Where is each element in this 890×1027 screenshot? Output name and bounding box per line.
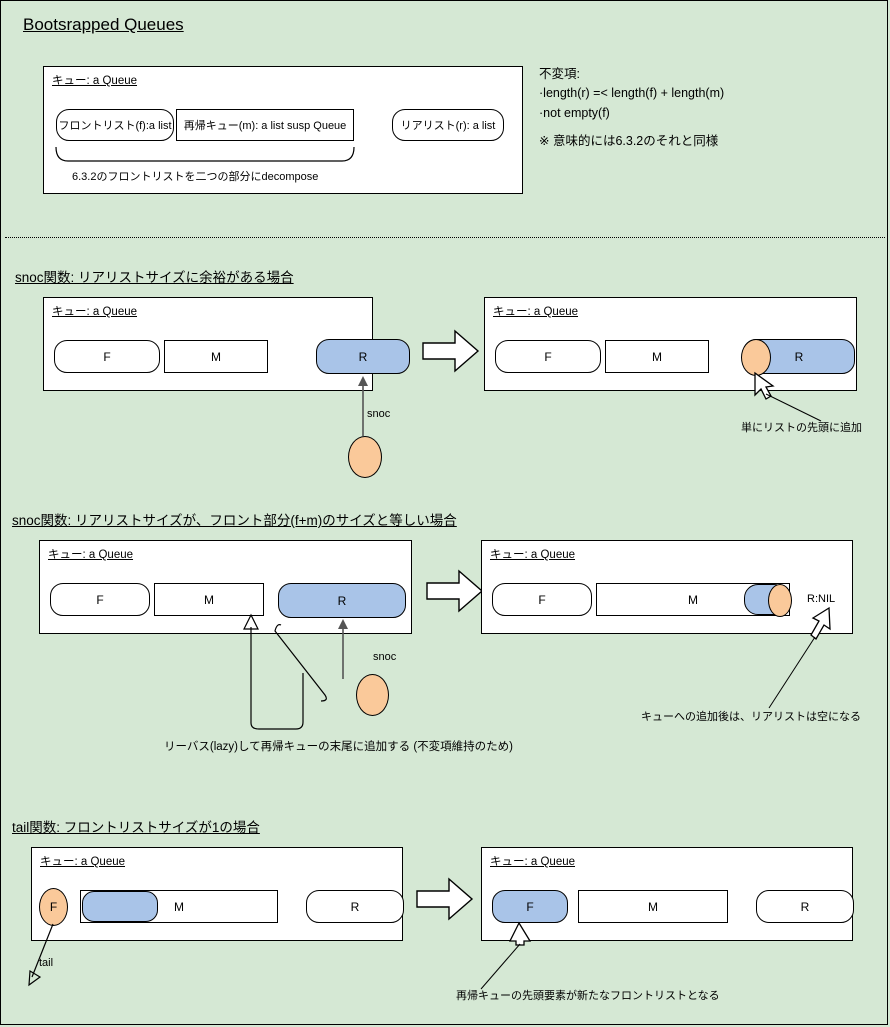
snoc-arrow-label: snoc [367,408,391,420]
page-title: Bootsrapped Queues [23,15,184,34]
reverse-into-m-arrow-icon [243,613,327,730]
hollow-arrow-callout-icon [768,606,831,709]
section-divider [5,237,885,238]
appended-element-oval [768,584,792,617]
middle-queue-box: M [605,340,709,373]
rear-list-cell: リアリスト(r): a list [392,109,504,141]
structure-queue-panel: キュー: a Queue フロントリスト(f):a list 再帰キュー(m):… [43,66,523,194]
tail-callout: 再帰キューの先頭要素が新たなフロントリストとなる [456,990,720,1002]
thin-arrow-up-icon [338,619,348,679]
snoc-slack-heading: snoc関数: リアリストサイズに余裕がある場合 [15,270,294,285]
snoc-equal-before-panel: キュー: a Queue F M R [39,540,412,634]
tail-before-panel: キュー: a Queue M R [31,847,404,941]
hollow-arrow-callout-icon [754,371,822,422]
panel-label-queue: キュー: a Queue [40,856,126,868]
tail-arrow-icon [28,923,54,987]
panel-label-queue: キュー: a Queue [52,306,138,318]
middle-queue-cell: 再帰キュー(m): a list susp Queue [176,109,354,141]
block-arrow-right-icon [422,329,480,373]
snoc-slack-callout: 単にリストの先頭に追加 [741,422,862,434]
block-arrow-right-icon [416,877,474,921]
front-list-single-oval: F [39,888,68,926]
panel-label-queue: キュー: a Queue [52,75,138,87]
front-list-box: F [50,583,150,616]
tail-after-panel: キュー: a Queue F M R [481,847,854,941]
snoc-arrow-label: snoc [373,651,397,663]
middle-queue-box: M [164,340,268,373]
m-head-element-highlighted [82,891,158,922]
brace-caption: 6.3.2のフロントリストを二つの部分にdecompose [72,171,319,183]
semantics-note: ※ 意味的には6.3.2のそれと同様 [539,134,719,148]
block-arrow-right-icon [426,569,484,613]
hollow-arrow-callout-icon [480,921,532,990]
front-list-box: F [492,583,592,616]
rear-list-box: R [306,890,404,923]
snoc-slack-after-panel: キュー: a Queue F M [484,297,857,391]
panel-label-queue: キュー: a Queue [490,856,576,868]
thin-arrow-up-icon [358,376,368,436]
curly-brace-down-icon [55,146,355,162]
reverse-caption: リーバス(lazy)して再帰キューの末尾に追加する (不変項維持のため) [164,741,514,753]
panel-label-queue: キュー: a Queue [493,306,579,318]
front-list-cell: フロントリスト(f):a list [56,109,174,141]
front-list-box: F [54,340,160,373]
middle-queue-box: M [154,583,264,616]
new-element-oval [348,436,382,478]
snoc-equal-callout: キューへの追加後は、リアリストは空になる [641,711,861,723]
rear-list-box-highlighted: R [278,583,406,618]
rear-nil-label: R:NIL [807,593,836,605]
rear-list-box-highlighted: R [316,339,410,374]
snoc-equal-after-panel: キュー: a Queue F M R:NIL [481,540,853,634]
panel-label-queue: キュー: a Queue [490,549,576,561]
front-list-box-highlighted: F [492,890,568,923]
middle-queue-box: M [578,890,728,923]
rear-list-box: R [756,890,854,923]
invariants-note: 不変項: ·length(r) =< length(f) + length(m)… [539,67,725,120]
front-list-box: F [495,340,601,373]
tail-arrow-label: tail [39,957,54,969]
tail-heading: tail関数: フロントリストサイズが1の場合 [12,820,260,835]
snoc-equal-heading: snoc関数: リアリストサイズが、フロント部分(f+m)のサイズと等しい場合 [12,513,457,528]
panel-label-queue: キュー: a Queue [48,549,134,561]
new-element-oval [356,674,389,716]
